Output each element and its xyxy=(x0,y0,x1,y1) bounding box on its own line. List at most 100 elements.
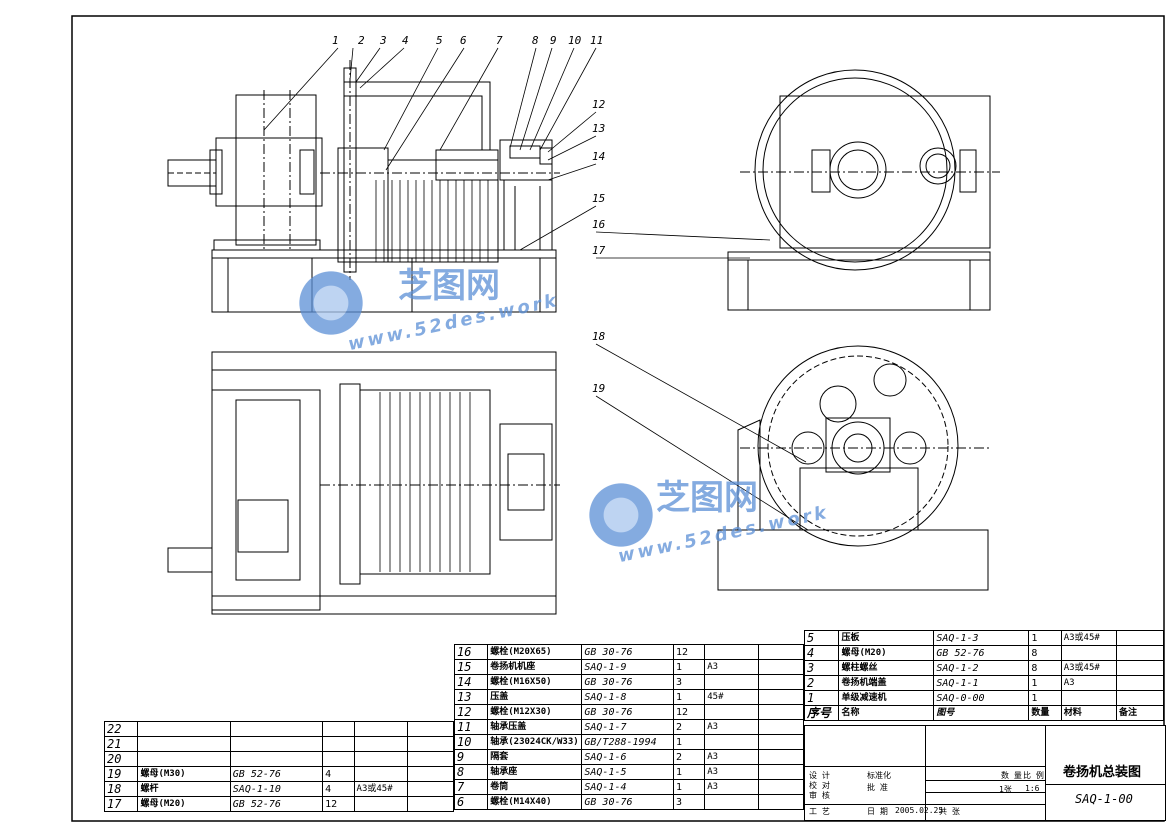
bom-cell-name: 卷扬机端盖 xyxy=(838,675,935,691)
bom-cell-remark xyxy=(407,781,454,797)
balloon-2: 2 xyxy=(358,34,365,47)
bom-cell-no: 5 xyxy=(803,630,840,646)
bom-cell-remark xyxy=(407,721,454,737)
bom-cell-code: SAQ-1-1 xyxy=(933,675,1030,691)
bom-cell-code: GB 52-76 xyxy=(229,766,324,782)
balloon-10: 10 xyxy=(568,34,582,47)
balloon-18: 18 xyxy=(592,330,606,343)
bom-row: 22 xyxy=(103,721,454,737)
title-sheet-count: 共 张 xyxy=(939,807,960,816)
bom-cell-material: A3或45# xyxy=(353,781,409,797)
bom-cell-code: GB 52-76 xyxy=(229,796,324,812)
bom-cell-material: A3 xyxy=(704,659,759,675)
bom-cell-no: 19 xyxy=(103,766,139,782)
bom-cell-no: 3 xyxy=(803,660,840,676)
bom-header-name: 名称 xyxy=(838,705,935,721)
bom-cell-remark xyxy=(407,751,454,767)
bom-cell-material xyxy=(353,751,409,767)
bom-cell-no: 10 xyxy=(453,734,489,750)
bom-cell-material: A3 xyxy=(704,719,759,735)
bom-cell-remark xyxy=(757,719,805,735)
title-row-check: 校 对 xyxy=(809,781,830,790)
title-date-label: 日 期 xyxy=(867,807,888,816)
bom-cell-name: 螺母(M30) xyxy=(137,766,231,782)
bom-cell-remark xyxy=(1115,675,1165,691)
bom-cell-remark xyxy=(1115,660,1165,676)
title-row-design: 设 计 xyxy=(809,771,830,780)
bom-row: 20 xyxy=(103,751,454,767)
bom-cell-qty: 12 xyxy=(673,644,706,660)
bom-cell-no: 9 xyxy=(453,749,489,765)
bom-cell-name: 螺栓(M12X30) xyxy=(487,704,583,720)
bom-cell-name: 压盖 xyxy=(487,689,583,705)
bom-header-row: 序号 名称 图号 数量 材料 备注 xyxy=(803,705,1165,721)
bom-header-no: 序号 xyxy=(803,705,840,721)
bom-cell-code: GB 30-76 xyxy=(581,644,675,660)
balloon-7: 7 xyxy=(496,34,503,47)
bom-cell-remark xyxy=(757,734,805,750)
bom-cell-code: SAQ-1-5 xyxy=(581,764,675,780)
bom-cell-code: SAQ-1-9 xyxy=(581,659,675,675)
bom-cell-remark xyxy=(1115,645,1165,661)
watermark-globe-icon xyxy=(576,480,666,550)
bom-cell-code: SAQ-1-8 xyxy=(581,689,675,705)
bom-cell-no: 14 xyxy=(453,674,489,690)
title-standard: 标准化 xyxy=(867,771,891,780)
bom-cell-qty: 2 xyxy=(673,719,706,735)
bom-cell-code: GB 30-76 xyxy=(581,674,675,690)
balloon-4: 4 xyxy=(402,34,409,47)
watermark-globe-icon xyxy=(286,268,376,338)
bom-cell-material: A3 xyxy=(704,749,759,765)
top-view xyxy=(167,351,560,615)
bom-cell-remark xyxy=(757,794,805,810)
balloon-15: 15 xyxy=(592,192,606,205)
bom-cell-code: GB 30-76 xyxy=(581,794,675,810)
bom-cell-code: SAQ-1-10 xyxy=(229,781,324,797)
bom-cell-remark xyxy=(757,779,805,795)
bom-cell-qty: 8 xyxy=(1028,645,1062,661)
balloon-17: 17 xyxy=(592,244,606,257)
bom-cell-qty: 1 xyxy=(1028,675,1062,691)
bom-cell-no: 1 xyxy=(803,690,840,706)
balloon-19: 19 xyxy=(592,382,606,395)
bom-cell-no: 18 xyxy=(103,781,139,797)
balloon-8: 8 xyxy=(532,34,539,47)
bom-cell-remark xyxy=(407,736,454,752)
balloon-3: 3 xyxy=(380,34,387,47)
bom-cell-material xyxy=(353,796,409,812)
bom-cell-qty: 12 xyxy=(322,796,355,812)
bom-cell-remark xyxy=(757,659,805,675)
title-approve: 批 准 xyxy=(867,783,888,792)
bom-header-remark: 备注 xyxy=(1115,705,1165,721)
bom-cell-no: 17 xyxy=(103,796,139,812)
bom-cell-code: GB 52-76 xyxy=(933,645,1030,661)
bom-cell-name: 卷筒 xyxy=(487,779,583,795)
bom-cell-no: 22 xyxy=(103,721,139,737)
title-sheets: 1张 xyxy=(999,785,1012,794)
bom-cell-remark xyxy=(757,674,805,690)
balloon-1: 1 xyxy=(332,34,339,47)
drawing-code: SAQ-1-00 xyxy=(1075,792,1133,806)
bom-cell-material: A3或45# xyxy=(1060,630,1117,646)
bom-cell-name: 螺杆 xyxy=(137,781,231,797)
bom-cell-no: 6 xyxy=(453,794,489,810)
leader-lines xyxy=(263,47,809,531)
bom-cell-material: A3 xyxy=(1060,675,1117,691)
bom-cell-material: A3 xyxy=(704,779,759,795)
bom-cell-qty: 12 xyxy=(673,704,706,720)
bom-cell-material xyxy=(704,794,759,810)
bom-cell-code: SAQ-1-3 xyxy=(933,630,1030,646)
bom-cell-name: 螺母(M20) xyxy=(137,796,231,812)
bom-cell-code: SAQ-1-7 xyxy=(581,719,675,735)
bom-cell-qty: 1 xyxy=(673,659,706,675)
balloon-14: 14 xyxy=(592,150,606,163)
